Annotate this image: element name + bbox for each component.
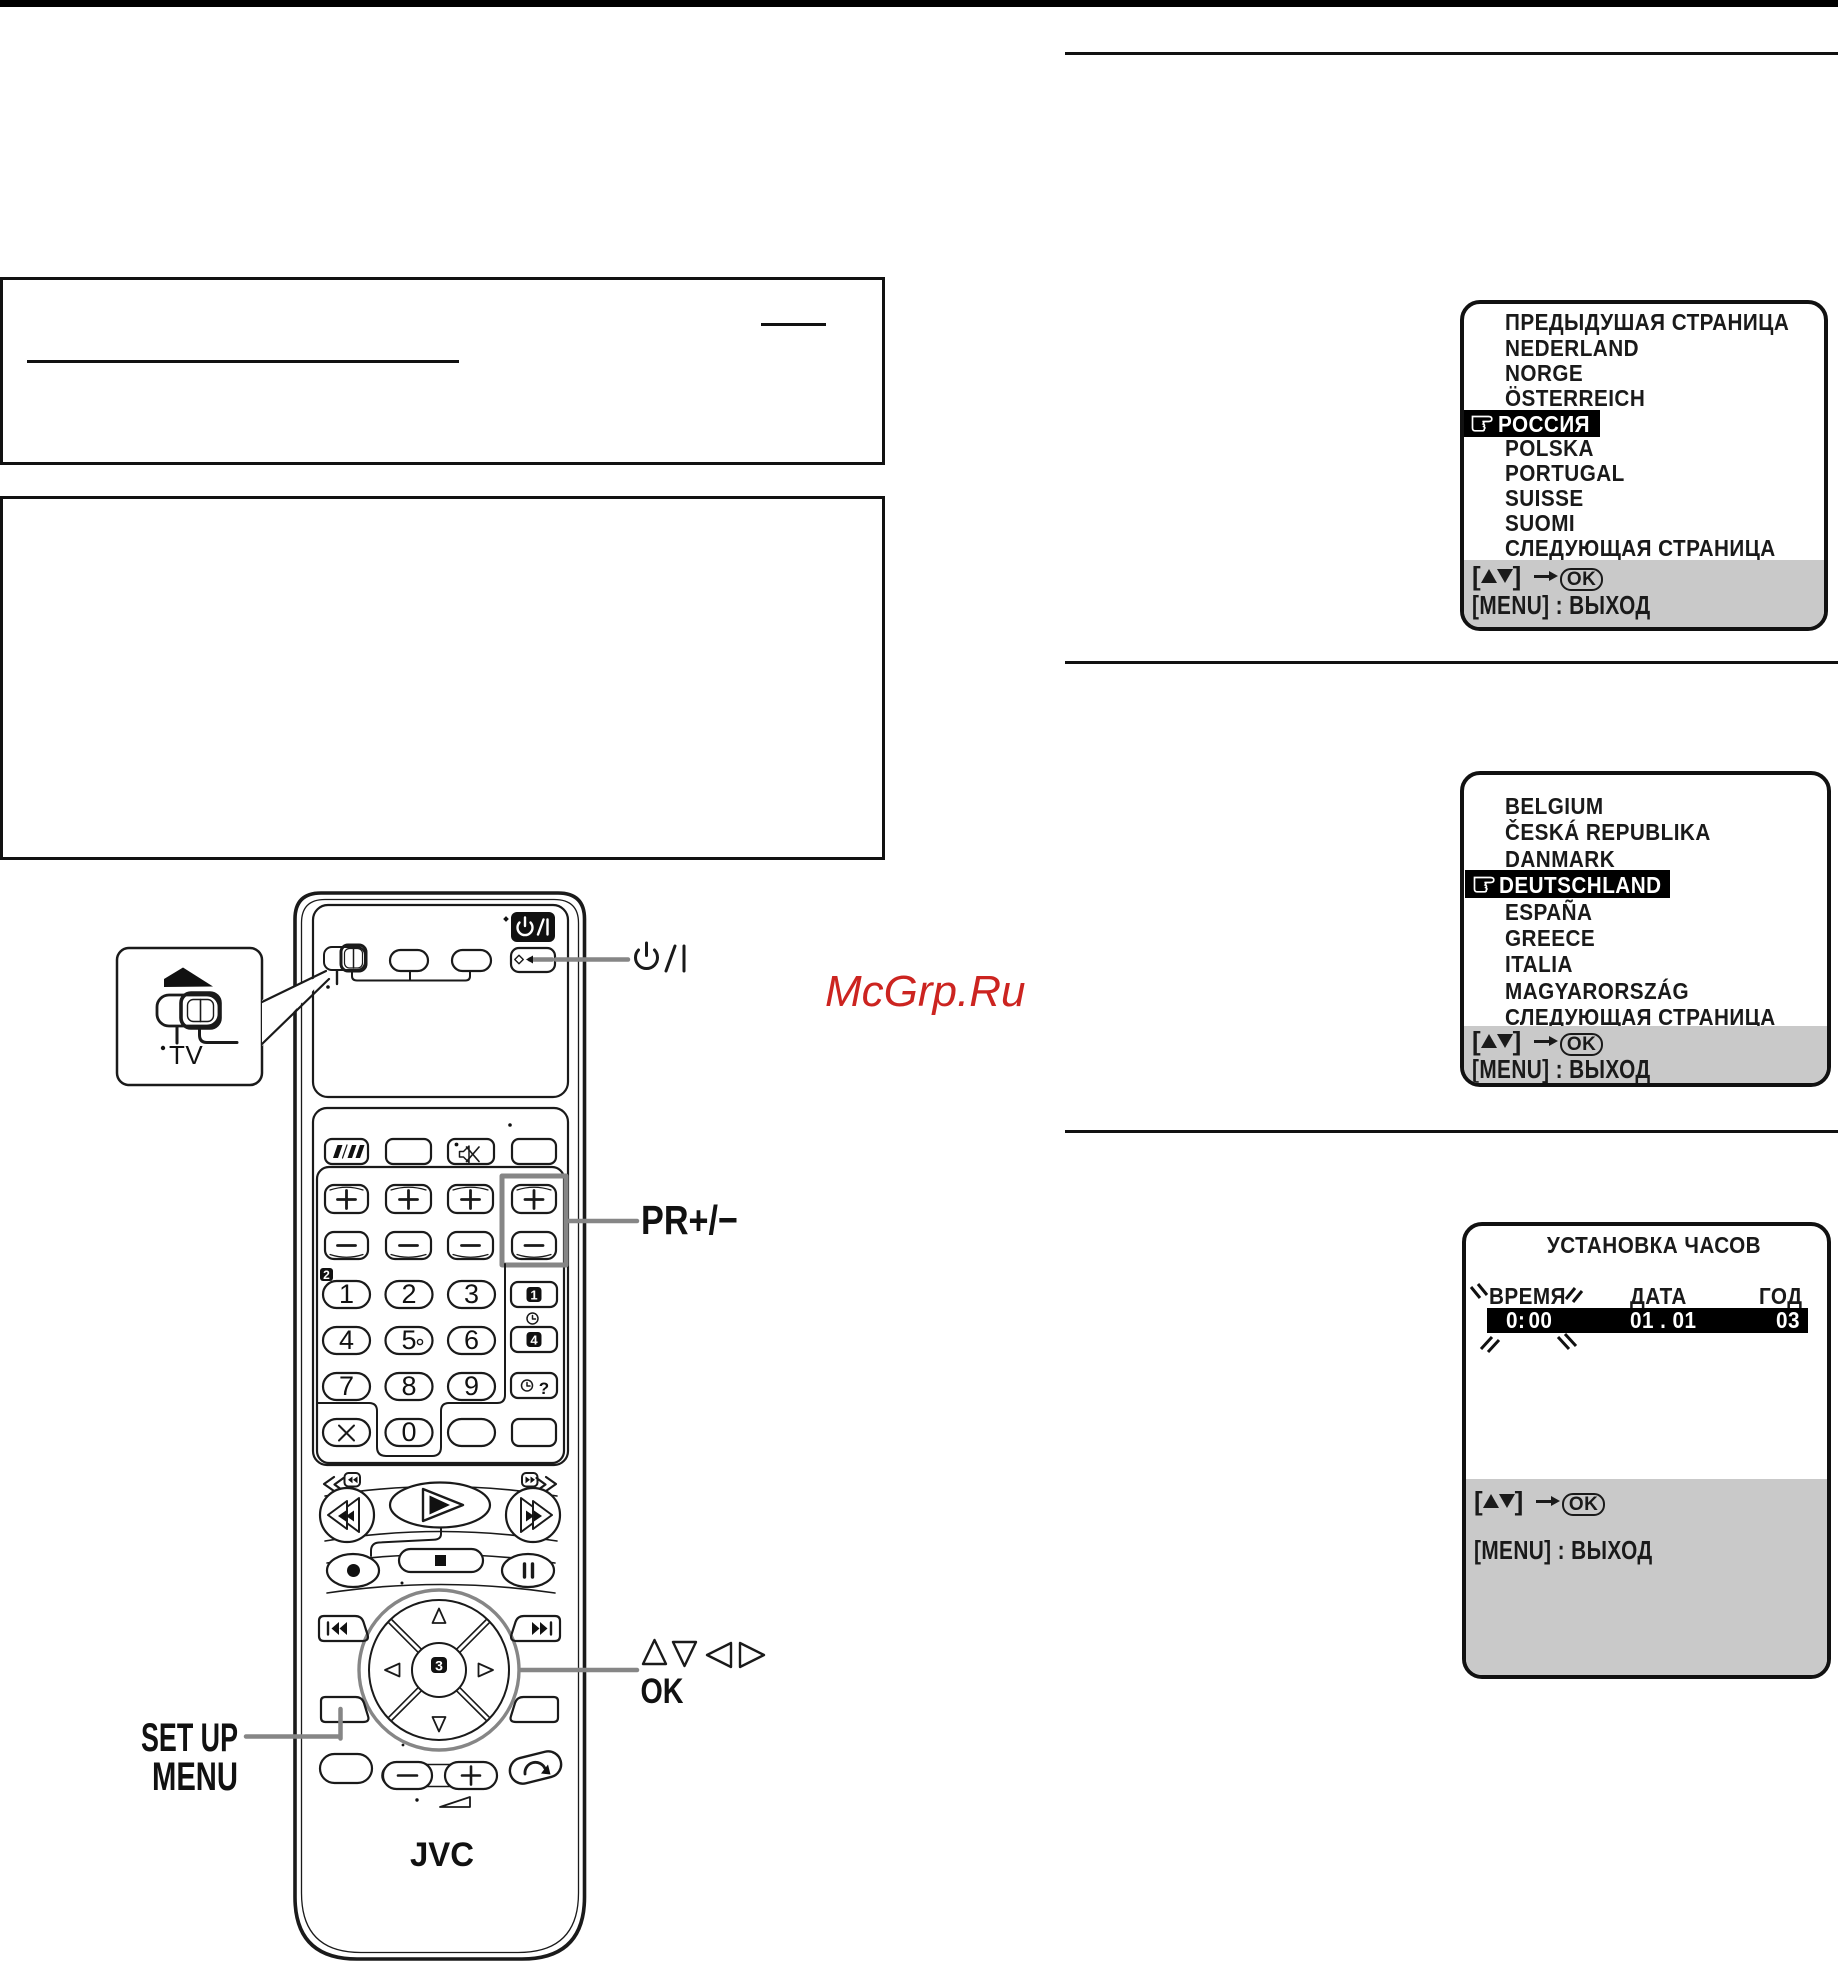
svg-text:4: 4: [339, 1325, 354, 1355]
svg-text:0: 0: [401, 1417, 416, 1447]
svg-text:2: 2: [323, 1268, 330, 1282]
svg-text:SET UP: SET UP: [141, 1716, 238, 1760]
svg-text:8: 8: [401, 1371, 416, 1401]
svg-text:1: 1: [530, 1288, 537, 1303]
svg-text:OK: OK: [641, 1672, 684, 1711]
svg-text:6: 6: [464, 1325, 479, 1355]
svg-text:3: 3: [464, 1279, 479, 1309]
svg-text:2: 2: [401, 1279, 416, 1309]
svg-text:4: 4: [530, 1333, 538, 1348]
svg-text:TV: TV: [169, 1040, 203, 1070]
svg-text:9: 9: [464, 1371, 479, 1401]
svg-text:7: 7: [339, 1371, 354, 1401]
svg-text:JVC: JVC: [410, 1836, 474, 1874]
svg-text:MENU: MENU: [152, 1755, 238, 1799]
svg-text:3: 3: [435, 1658, 443, 1674]
svg-text:5: 5: [401, 1325, 416, 1355]
svg-text:PR+/−: PR+/−: [641, 1197, 738, 1243]
svg-text:1: 1: [339, 1279, 354, 1309]
svg-text:?: ?: [539, 1379, 549, 1398]
